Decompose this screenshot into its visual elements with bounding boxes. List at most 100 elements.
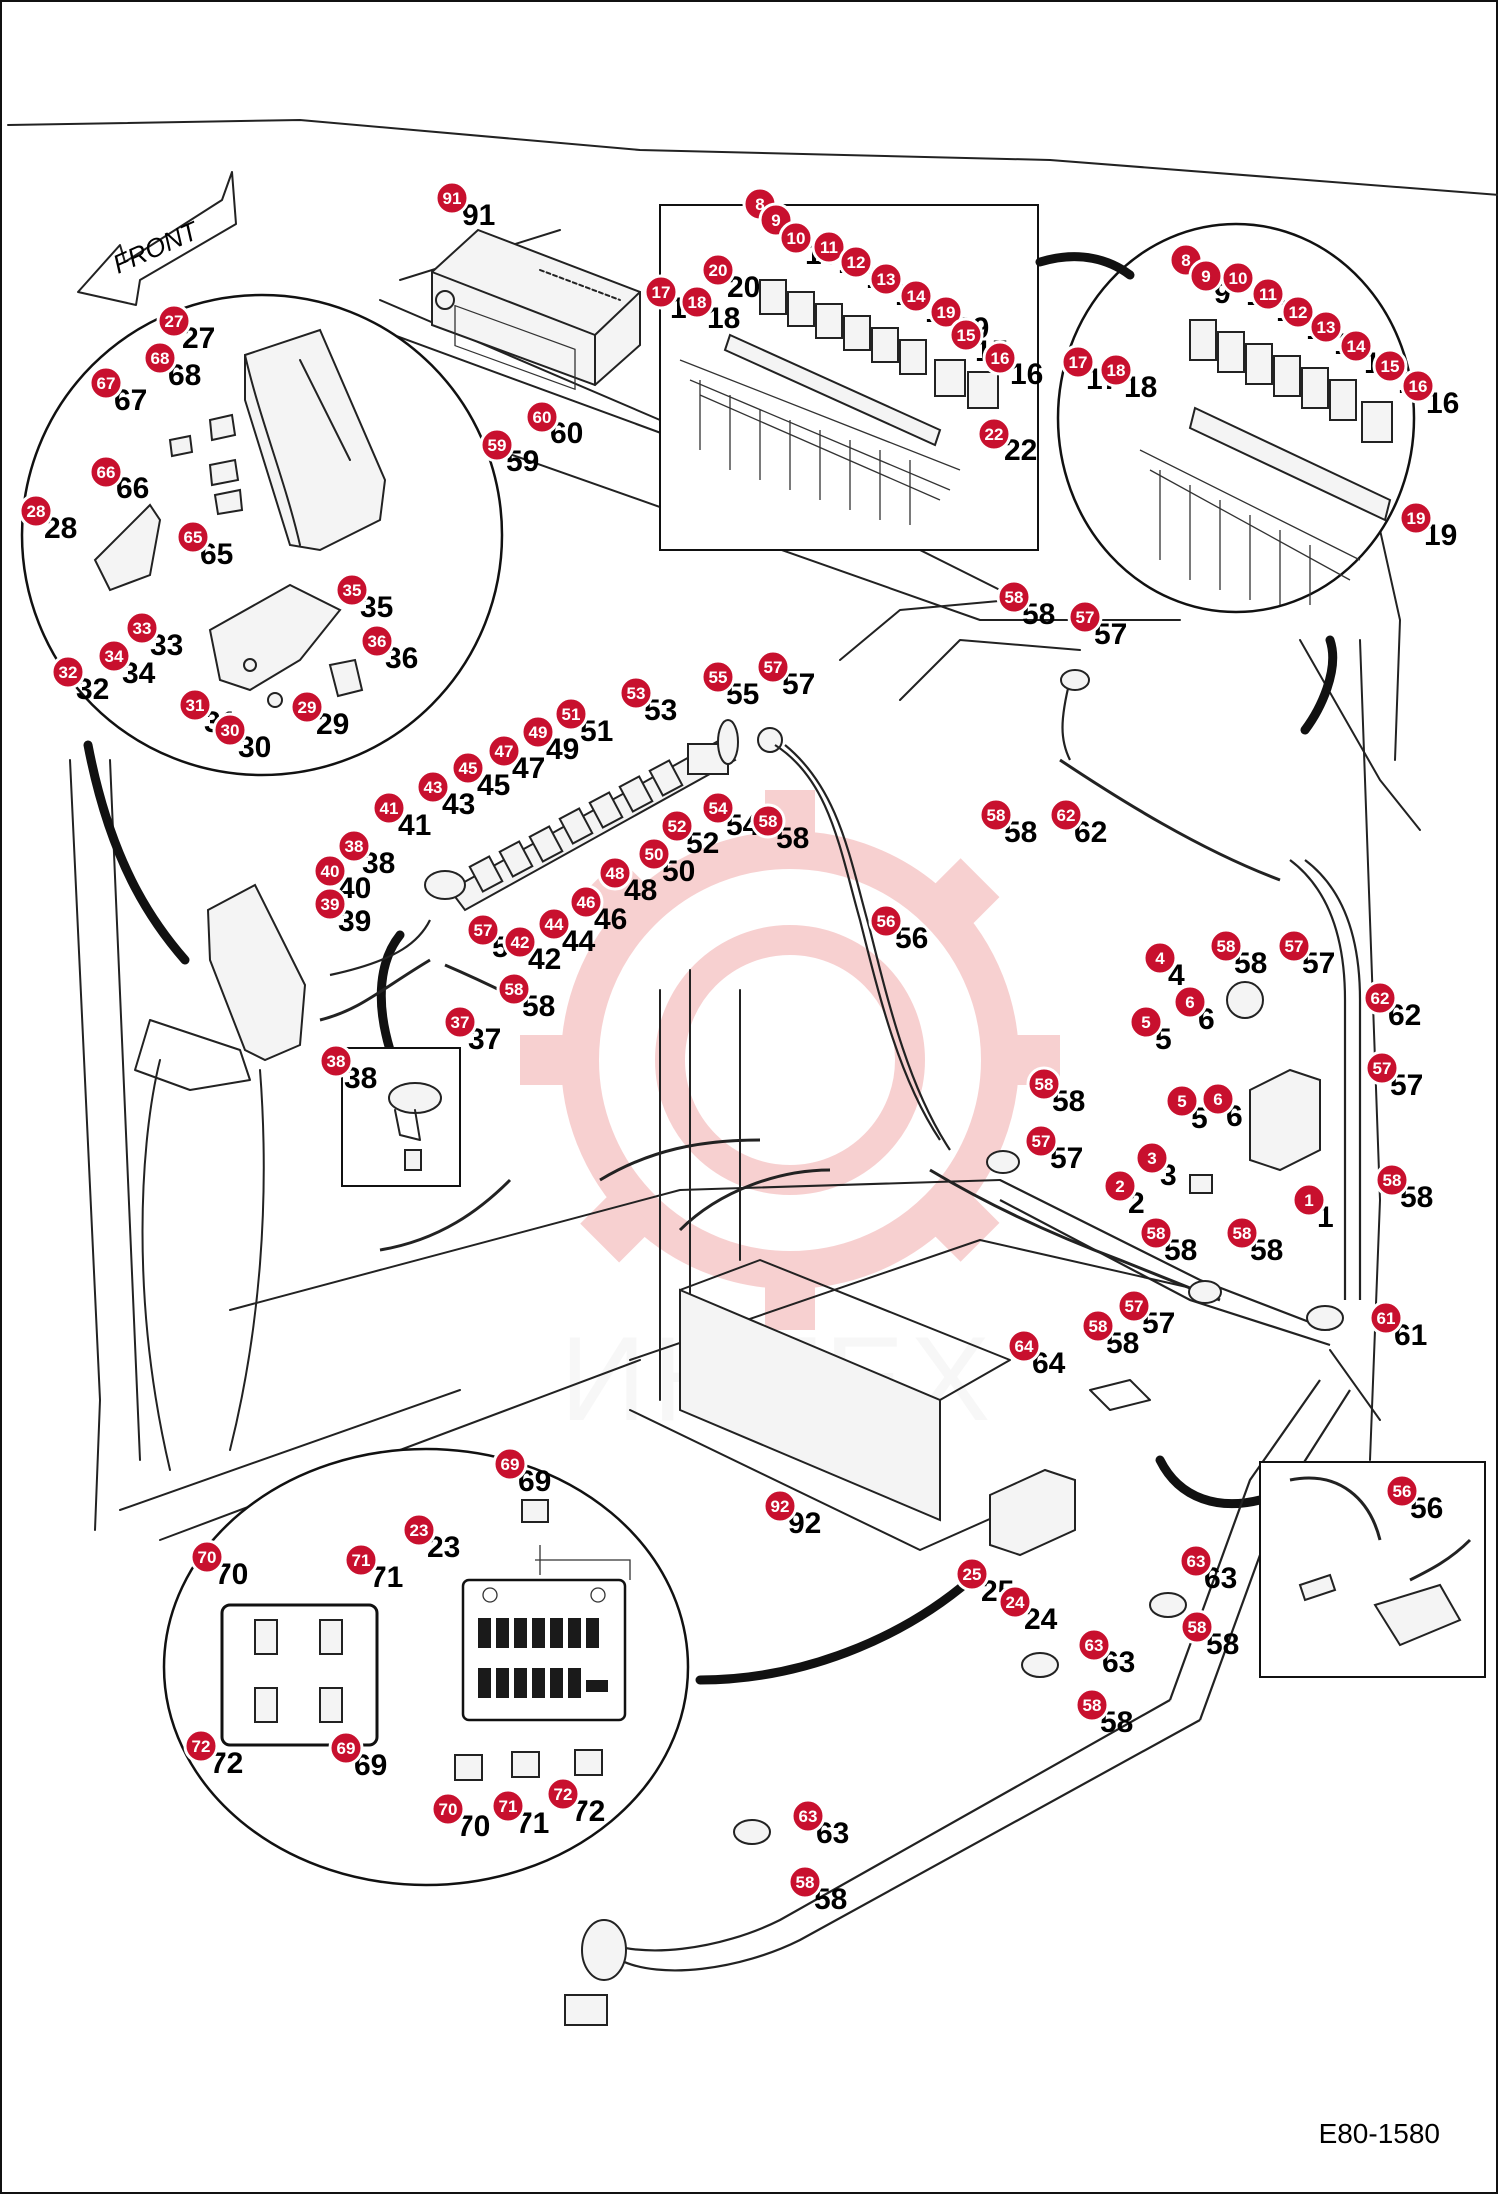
callout-badge-number: 48 [606,864,625,883]
callout-badge-number: 34 [105,647,124,666]
callout-badge [490,1788,526,1824]
callout-badge-number: 72 [192,1737,211,1756]
connector-inset [1259,1461,1486,1678]
callout-badge [868,261,904,297]
callout-badge [755,649,791,685]
callout-badge-number: 31 [186,696,205,715]
callout-badge [997,1584,1033,1620]
callout-badge [1164,1083,1200,1119]
callout-badge-number: 24 [1006,1593,1025,1612]
callout-badge-number: 38 [327,1052,346,1071]
callout-badge-number: 16 [1409,377,1428,396]
callout-badge-number: 5 [1141,1013,1150,1032]
callout-badge-number: 62 [1371,989,1390,1008]
callout-badge-number: 71 [352,1551,371,1570]
callout-badge-number: 57 [474,921,493,940]
callout-badge [442,1004,478,1040]
callout-badge [18,493,54,529]
callout-badge-number: 14 [907,287,926,306]
callout-badge [524,399,560,435]
callout-badge [1179,1609,1215,1645]
callout-badge [568,884,604,920]
callout-badge-number: 41 [380,799,399,818]
callout-badge-number: 28 [27,502,46,521]
callout-badge-number: 67 [97,374,116,393]
callout-badge-number: 57 [1032,1132,1051,1151]
callout-badge [1400,368,1436,404]
radio-unit [431,228,641,391]
callout-badge [359,623,395,659]
callout-badge-number: 50 [645,845,664,864]
callout-badge-number: 58 [796,1873,815,1892]
callout-badge-number: 70 [198,1548,217,1567]
callout-badge-number: 38 [345,837,364,856]
callout-2: 22 [1102,1168,1145,1220]
controller-module [1189,981,1321,1194]
callout-badge [978,797,1014,833]
callout-badge-number: 32 [59,663,78,682]
callout-badge [1026,1066,1062,1102]
callout-badge-number: 53 [627,684,646,703]
callout-badge-number: 92 [771,1497,790,1516]
callout-badge-number: 1 [1304,1191,1313,1210]
monitor-lower [134,883,431,1471]
callout-badge [520,714,556,750]
callout-badge [868,903,904,939]
callout-badge-number: 6 [1213,1090,1222,1109]
callout-badge [996,579,1032,615]
callout-badge [1128,1004,1164,1040]
callout-badge-number: 12 [847,253,866,272]
fuses [454,1499,603,1781]
callout-badge-number: 2 [1115,1177,1124,1196]
callout-badge-number: 4 [1155,949,1165,968]
callout-badge-number: 29 [298,698,317,717]
buzzer-inset [341,1047,461,1187]
callout-badge [750,803,786,839]
callout-badge-number: 9 [1201,267,1210,286]
callout-badge-number: 22 [985,425,1004,444]
callout-badge-number: 3 [1147,1149,1156,1168]
callout-badge-number: 66 [97,463,116,482]
callout-badge [50,654,86,690]
callout-badge [1006,1328,1042,1364]
callout-badge [1291,1182,1327,1218]
callout-1: 11 [1291,1182,1334,1234]
callout-badge-number: 57 [1125,1297,1144,1316]
callout-badge-number: 62 [1057,806,1076,825]
callout-badge [1138,1215,1174,1251]
callout-badge-number: 8 [1181,251,1190,270]
callout-badge-number: 44 [545,915,564,934]
callout-badge [1076,1627,1112,1663]
callout-badge-number: 58 [759,812,778,831]
callout-badge-number: 58 [1217,937,1236,956]
callout-badge-number: 91 [443,189,462,208]
callout-badge [597,855,633,891]
